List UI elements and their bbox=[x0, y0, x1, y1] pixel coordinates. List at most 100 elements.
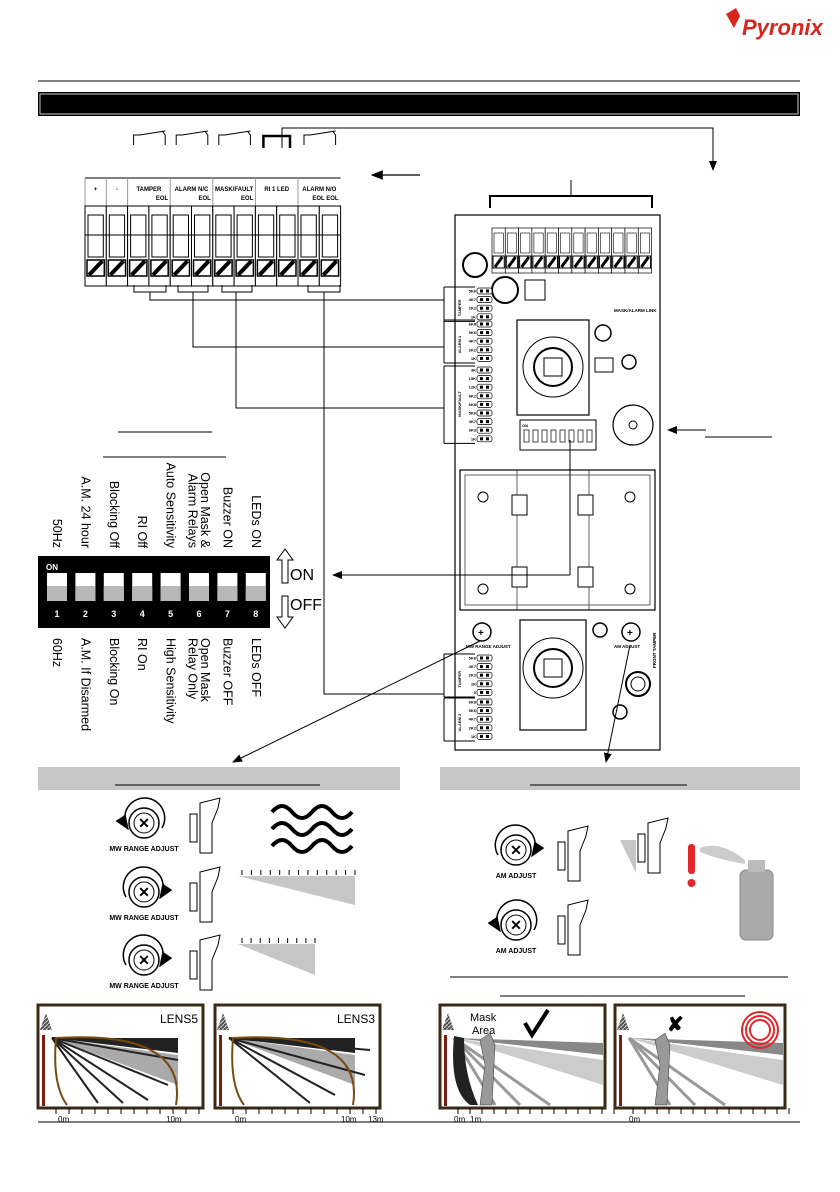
pcb-dip-switch[interactable] bbox=[523, 429, 530, 443]
terminal-screw[interactable] bbox=[212, 205, 235, 287]
jumper[interactable] bbox=[476, 707, 493, 714]
terminal-label: ALARM N/O bbox=[302, 187, 336, 193]
jumper[interactable] bbox=[476, 320, 493, 328]
pcb-dip-switch[interactable] bbox=[541, 429, 548, 443]
pcb-dip-on-label: ON bbox=[522, 423, 528, 428]
jumper-value: 1K bbox=[471, 681, 476, 686]
jumper[interactable] bbox=[476, 401, 493, 408]
distance-start: 0m bbox=[454, 1115, 465, 1124]
arrow-down-icon bbox=[276, 595, 294, 629]
jumper-value: 6K8 bbox=[469, 322, 477, 327]
jumper[interactable] bbox=[476, 409, 493, 417]
jumper[interactable] bbox=[476, 418, 493, 425]
jumper-value: 4K7 bbox=[469, 717, 477, 722]
mw-range-potentiometer[interactable] bbox=[472, 622, 492, 642]
jumper[interactable] bbox=[476, 337, 493, 345]
jumper[interactable] bbox=[476, 689, 493, 696]
jumper-value: 2K2 bbox=[469, 725, 477, 730]
dip-switch-number: 6 bbox=[196, 609, 201, 619]
mw-range-adjust-label: MW RANGE ADJUST bbox=[466, 644, 511, 649]
potentiometer-plus-icon: + bbox=[627, 628, 633, 639]
terminal-screw[interactable] bbox=[105, 205, 129, 287]
dip-off-label: RI On bbox=[135, 638, 149, 671]
distance-start: 0m bbox=[58, 1115, 69, 1124]
detection-beam bbox=[228, 1037, 366, 1076]
dip-off-label: LEDs OFF bbox=[249, 638, 263, 697]
relay-contact-icon bbox=[133, 130, 166, 145]
terminal-label: - bbox=[116, 187, 118, 193]
jumper[interactable] bbox=[476, 346, 493, 354]
terminal-screw[interactable] bbox=[297, 205, 320, 287]
jumper[interactable] bbox=[476, 329, 493, 336]
relay-contact-icon bbox=[303, 130, 336, 145]
jumper[interactable] bbox=[476, 724, 493, 732]
pcb-dip-switch[interactable] bbox=[559, 429, 566, 443]
jumper[interactable] bbox=[476, 304, 493, 312]
jumper[interactable] bbox=[476, 733, 493, 740]
jumper[interactable] bbox=[476, 663, 493, 670]
dip-switch-number: 2 bbox=[83, 609, 88, 619]
terminal-screw[interactable] bbox=[169, 205, 192, 287]
jumper[interactable] bbox=[476, 366, 493, 374]
logo-flame-icon bbox=[726, 8, 740, 28]
distance-end: 10m bbox=[166, 1115, 182, 1124]
detection-beam bbox=[51, 1037, 124, 1104]
jumper[interactable] bbox=[476, 654, 493, 662]
dip-switch-number: 7 bbox=[225, 609, 230, 619]
terminal-screw[interactable] bbox=[148, 205, 171, 287]
jumper[interactable] bbox=[476, 392, 493, 400]
distance-mid: 10m bbox=[341, 1115, 357, 1124]
rotate-cw-icon bbox=[122, 934, 173, 968]
jumper-value: 5K6 bbox=[469, 708, 477, 713]
jumper[interactable] bbox=[476, 680, 493, 688]
terminal-screw[interactable] bbox=[191, 205, 214, 287]
detection-beam bbox=[628, 1036, 726, 1107]
jumper-value: 6K8 bbox=[469, 700, 477, 705]
on-label: ON bbox=[290, 567, 314, 584]
terminal-screw[interactable] bbox=[127, 205, 150, 287]
detection-beam bbox=[228, 1037, 311, 1104]
jumper[interactable] bbox=[476, 715, 493, 723]
terminal-sublabel: EOL bbox=[198, 196, 211, 202]
jumper[interactable] bbox=[476, 287, 493, 295]
potentiometer-plus-icon: + bbox=[478, 628, 484, 639]
dip-on-label: Blocking Off bbox=[107, 481, 121, 549]
dip-on-label: Buzzer ON bbox=[220, 487, 234, 548]
pcb-dip-switch[interactable] bbox=[532, 429, 539, 443]
jumper-group-label: TAMPER bbox=[457, 671, 462, 688]
terminal-screw[interactable] bbox=[254, 205, 278, 287]
jumper[interactable] bbox=[476, 698, 493, 706]
pcb-board: MASK/ALARM LINK ON + MW RANGE ADJUST + A bbox=[443, 214, 661, 751]
jumper[interactable] bbox=[476, 355, 493, 362]
terminal-screw[interactable] bbox=[276, 205, 299, 287]
jumper[interactable] bbox=[476, 435, 493, 443]
jumper-value: 6K8 bbox=[469, 402, 477, 407]
jumper[interactable] bbox=[476, 671, 493, 679]
pcb-dip-switch[interactable] bbox=[550, 429, 557, 443]
wall bbox=[219, 1035, 222, 1106]
jumper[interactable] bbox=[476, 296, 493, 303]
mask-area-label: Mask bbox=[470, 1012, 497, 1024]
jumper[interactable] bbox=[476, 313, 493, 321]
jumper-group-label: TAMPER bbox=[457, 299, 462, 316]
dip-off-label: Blocking On bbox=[107, 638, 121, 705]
pcb-dip-switch[interactable] bbox=[568, 429, 575, 443]
terminal-label: ALARM N/C bbox=[175, 187, 209, 193]
jumper[interactable] bbox=[476, 426, 493, 434]
jumper[interactable] bbox=[476, 375, 493, 382]
dip-switch-number: 1 bbox=[54, 609, 59, 619]
dip-on-label: 50Hz bbox=[50, 519, 64, 548]
terminal-screw[interactable] bbox=[233, 205, 256, 287]
am-adjust-potentiometer[interactable] bbox=[621, 622, 641, 642]
detection-beam bbox=[51, 1037, 179, 1061]
jumper[interactable] bbox=[476, 383, 493, 391]
adjust-knob-icon: ✕ bbox=[115, 797, 166, 839]
range-cone bbox=[238, 944, 315, 975]
jumper-value: 1K bbox=[471, 734, 476, 739]
terminal-screw[interactable] bbox=[318, 205, 342, 287]
pcb-dip-switch[interactable] bbox=[577, 429, 584, 443]
terminal-screw[interactable] bbox=[84, 205, 107, 287]
range-cone bbox=[238, 876, 355, 905]
pcb-dip-switch[interactable] bbox=[586, 429, 593, 443]
